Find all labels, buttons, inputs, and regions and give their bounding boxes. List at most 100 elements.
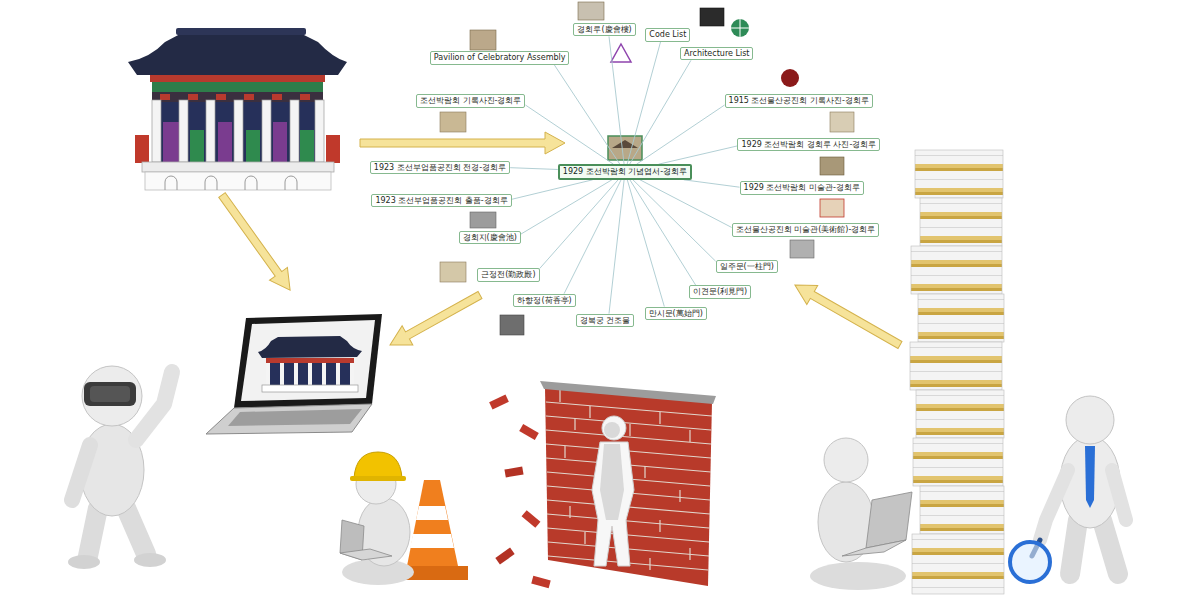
laptop-screen (234, 314, 382, 408)
thumbnail-roof (612, 140, 638, 148)
mini-pavilion-columns (268, 363, 352, 385)
figure-leg (126, 508, 146, 554)
books (916, 390, 1004, 438)
laptop-screen (866, 492, 912, 548)
magnifier-lens (1010, 542, 1050, 582)
pavilion-platform (142, 162, 334, 172)
thumbnail (830, 112, 854, 132)
figure-arm (136, 372, 172, 440)
node-text: 경회루(慶會樓) (577, 25, 631, 35)
pavilion-panel (246, 130, 260, 162)
pavilion (128, 28, 347, 190)
node-text: 이견문(利見門) (693, 287, 747, 297)
flow-arrow (385, 285, 486, 354)
graph-link (512, 180, 593, 200)
graph-label: 근정전(勤政殿) (477, 268, 539, 282)
pavilion-stair (135, 135, 149, 163)
node-text: 경회지(慶會池) (463, 233, 517, 243)
graph-link (659, 146, 738, 164)
brick-wall (489, 381, 716, 588)
graph-link (684, 180, 740, 187)
pavilion-ridge (176, 28, 306, 35)
graph-label: 일주문(一柱門) (716, 260, 778, 274)
vr-headset (84, 382, 136, 406)
pavilion-wall (152, 100, 323, 162)
hard-hat-brim (350, 476, 406, 481)
graph-label: 1929 조선박람회 경회루 사진-경회루 (737, 138, 880, 152)
graph-label: 경복궁 건조물 (576, 314, 635, 328)
cone-stripe (416, 506, 448, 520)
figure-leg (1070, 520, 1078, 574)
figure-head (824, 438, 868, 482)
node-text: Code List (649, 30, 686, 40)
figure-arm (1112, 470, 1126, 520)
hub-label: 1929 조선박람회 기념엽서-경회루 (558, 164, 692, 180)
node-text: 일주문(一柱門) (720, 262, 774, 272)
figure-head (604, 422, 620, 438)
graph-label: 경회루(慶會樓) (573, 23, 635, 37)
flow-arrow (360, 132, 565, 154)
pavilion-bracket (244, 94, 254, 100)
wall-joints (560, 390, 690, 570)
pavilion-panel (300, 130, 314, 162)
loose-brick (531, 576, 550, 588)
books (920, 198, 1002, 246)
thumbnail (820, 199, 844, 217)
node-text: Pavilion of Celebratory Assembly (434, 53, 566, 63)
flow-arrows (213, 132, 905, 355)
node-text: 1923 조선부업품공진회 출품-경회루 (375, 196, 507, 206)
vr-person (68, 366, 172, 569)
figure-foot (68, 555, 100, 569)
graph-link (637, 105, 725, 164)
magnifier-person (1010, 396, 1126, 582)
laptop-base (206, 404, 372, 434)
pavilion-panel (190, 130, 204, 162)
books (911, 246, 1002, 294)
laptop-base (842, 540, 906, 556)
pavilion-bracket (300, 94, 310, 100)
triangle-icon (611, 44, 631, 62)
globe-icon-lines (731, 19, 749, 37)
pavilion-stair (326, 135, 340, 163)
graph-label: 1915 조선물산공진회 기록사진-경회루 (725, 94, 873, 108)
pavilion-column (290, 100, 299, 162)
graph-link (633, 180, 716, 261)
pavilion-beam (150, 74, 325, 82)
laptop (206, 314, 382, 434)
thumbnail (820, 157, 844, 175)
graph-link (640, 180, 732, 228)
mini-pavilion-base (262, 385, 358, 392)
graph-label: 1929 조선박람회 미술관-경회루 (740, 181, 864, 195)
pavilion-base (145, 172, 331, 190)
thumbnail (440, 262, 466, 282)
pavilion-bracket (160, 94, 170, 100)
graph-label: 조선박람회 기록사진-경회루 (416, 94, 525, 108)
mini-pavilion-beam (266, 358, 354, 363)
graph-link (627, 42, 660, 164)
figure-body (600, 444, 624, 520)
thumbnail (700, 8, 724, 26)
thumbnail (608, 136, 642, 160)
node-text: 만시문(萬始門) (649, 309, 703, 319)
mini-pavilion-wall (266, 363, 354, 385)
loose-brick (522, 510, 541, 528)
node-text: 1929 조선박람회 미술관-경회루 (744, 183, 860, 193)
graph-link (554, 65, 620, 165)
graph-link (630, 180, 696, 286)
laptop-keyboard (228, 409, 362, 426)
figure-leg (1102, 520, 1118, 574)
figure-arm (72, 445, 90, 500)
globe-icon (731, 19, 749, 37)
construction-worker (340, 452, 468, 585)
thumbnail (470, 212, 496, 228)
graph-label: 이견문(利見門) (689, 285, 751, 299)
node-text: 1915 조선물산공진회 기록사진-경회루 (729, 96, 869, 106)
figure-legs (810, 562, 906, 590)
thumbnail (500, 315, 524, 335)
books (912, 534, 1004, 594)
books (910, 342, 1002, 390)
pavilion-bracket (188, 94, 198, 100)
